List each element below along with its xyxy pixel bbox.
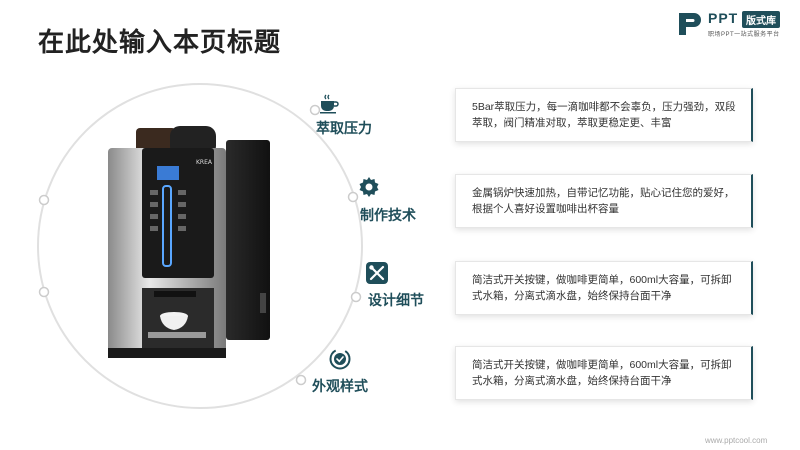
logo-subtitle: 职场PPT一站式服务平台 (708, 32, 780, 38)
watermark: www.pptcool.com (705, 436, 768, 445)
page-title: 在此处输入本页标题 (38, 27, 282, 57)
logo-badge: 版式库 (742, 11, 780, 28)
check-badge-icon (329, 348, 351, 370)
feature-label: 萃取压力 (316, 120, 372, 136)
feature-card: 简洁式开关按键，做咖啡更简单，600ml大容量，可拆卸式水箱，分离式滴水盘，始终… (455, 346, 753, 400)
feature-card: 5Bar萃取压力，每一滴咖啡都不会辜负，压力强劲，双段萃取，阀门精准对取，萃取更… (455, 88, 753, 142)
machine-brand-text: KREA (196, 159, 213, 166)
ring-dot (309, 104, 321, 116)
feature-label: 外观样式 (312, 378, 368, 394)
feature-card: 金属锅炉快速加热，自带记忆功能，贴心记住您的爱好，根据个人喜好设置咖啡出杯容量 (455, 174, 753, 228)
coffee-cup-icon (320, 94, 339, 114)
feature-description: 简洁式开关按键，做咖啡更简单，600ml大容量，可拆卸式水箱，分离式滴水盘，始终… (472, 274, 732, 302)
tools-icon (366, 262, 388, 284)
ring-dot (350, 291, 362, 303)
feature-card: 简洁式开关按键，做咖啡更简单，600ml大容量，可拆卸式水箱，分离式滴水盘，始终… (455, 261, 753, 315)
logo-mark-icon (679, 13, 701, 35)
ring-dot (347, 191, 359, 203)
feature-description: 简洁式开关按键，做咖啡更简单，600ml大容量，可拆卸式水箱，分离式滴水盘，始终… (472, 359, 732, 387)
brand-logo: PPT 版式库 职场PPT一站式服务平台 (676, 8, 794, 42)
ring-dot (38, 286, 50, 298)
feature-label: 设计细节 (368, 292, 424, 308)
gear-icon (359, 177, 379, 197)
feature-description: 金属锅炉快速加热，自带记忆功能，贴心记住您的爱好，根据个人喜好设置咖啡出杯容量 (472, 187, 735, 215)
feature-label: 制作技术 (360, 207, 416, 223)
logo-brand-text: PPT (708, 10, 739, 26)
feature-description: 5Bar萃取压力，每一滴咖啡都不会辜负，压力强劲，双段萃取，阀门精准对取，萃取更… (472, 101, 736, 129)
coffee-machine-image: KREA (108, 126, 270, 358)
ring-dot (295, 374, 307, 386)
ring-dot (38, 194, 50, 206)
